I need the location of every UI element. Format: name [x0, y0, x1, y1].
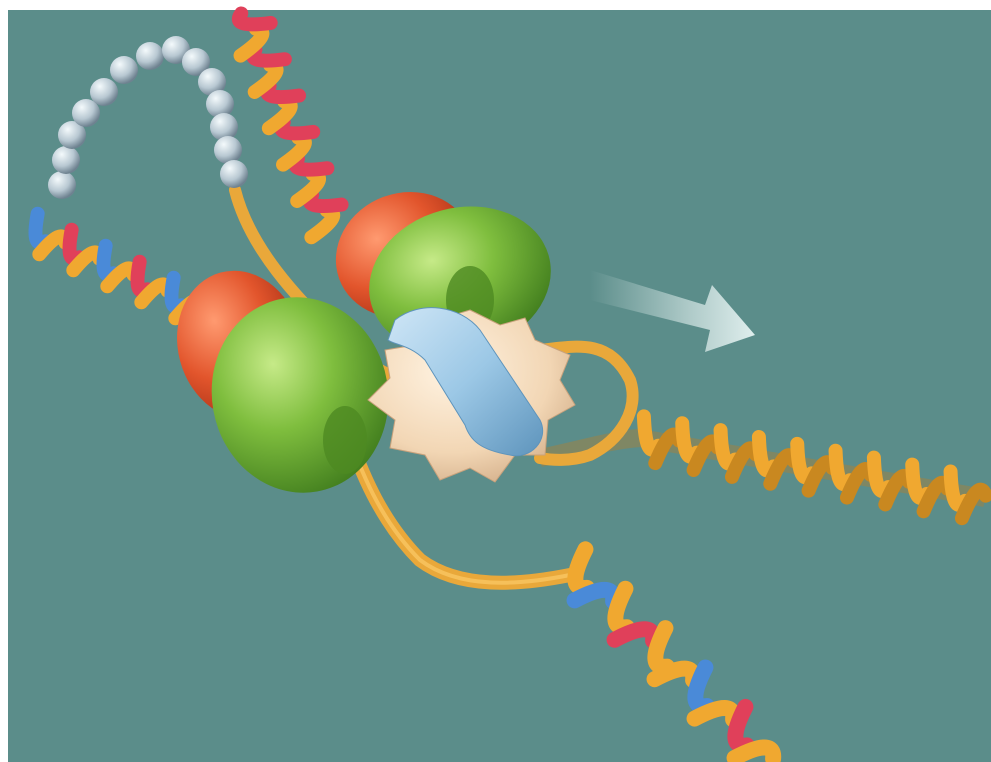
- rna-bead: [214, 136, 242, 164]
- rna-bead: [48, 171, 76, 199]
- helix-segment: [615, 589, 627, 628]
- rna-bead: [110, 56, 138, 84]
- rna-bead: [52, 146, 80, 174]
- rna-bead: [136, 42, 164, 70]
- helix-segment: [695, 708, 734, 719]
- helix-segment: [735, 747, 774, 758]
- helix-segment: [695, 668, 707, 707]
- helix-segment: [735, 707, 747, 746]
- helix-segment: [655, 669, 694, 680]
- rna-bead: [220, 160, 248, 188]
- helix-segment: [615, 629, 654, 640]
- rna-bead: [90, 78, 118, 106]
- helix-segment: [655, 628, 667, 667]
- helix-segment: [575, 590, 614, 601]
- helix-segment: [575, 549, 587, 588]
